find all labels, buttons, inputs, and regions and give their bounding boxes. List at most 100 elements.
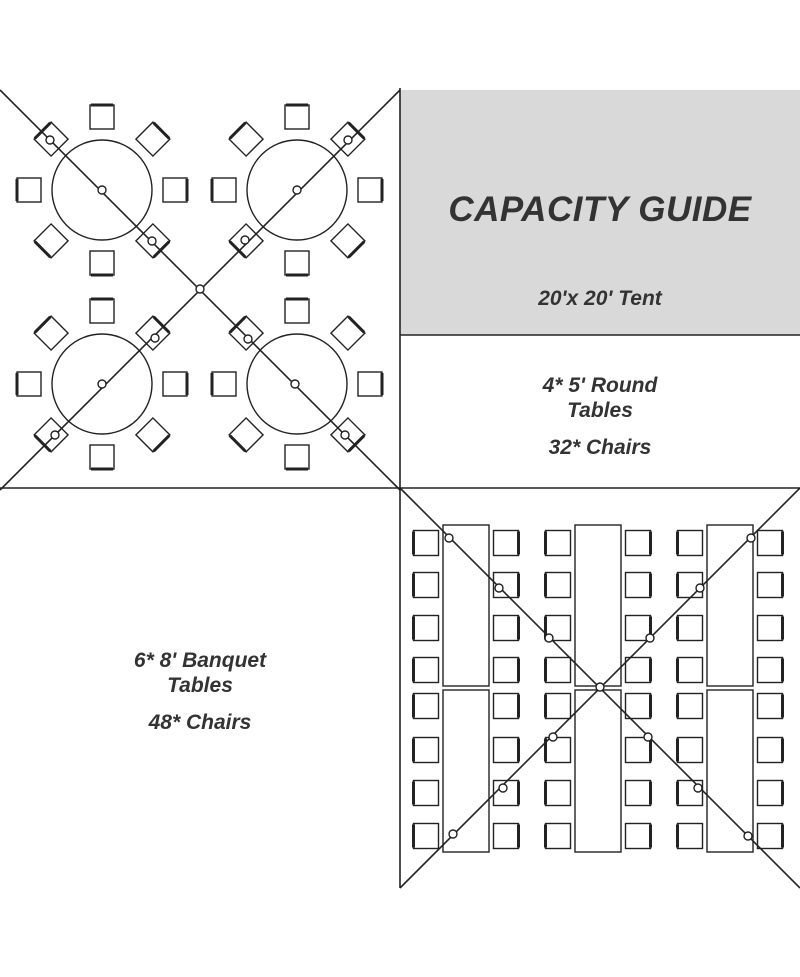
- tent-pole: [343, 135, 353, 145]
- chair-seat: [89, 250, 115, 276]
- chair: [210, 177, 237, 203]
- chair: [357, 371, 384, 397]
- chair-seat: [329, 222, 366, 259]
- tent-pole: [645, 633, 655, 643]
- chair-seat: [544, 656, 572, 684]
- chair: [33, 222, 70, 259]
- chair: [676, 656, 704, 684]
- chair-seat: [544, 692, 572, 720]
- chair-seat: [756, 571, 784, 599]
- chair: [33, 315, 70, 352]
- chair: [676, 736, 704, 764]
- chair-seat: [33, 315, 70, 352]
- chair: [357, 177, 384, 203]
- tent-pole: [45, 135, 55, 145]
- chair-seat: [134, 315, 171, 352]
- round-table-group: [210, 297, 384, 471]
- chair-seat: [89, 104, 115, 130]
- tent-pole: [240, 235, 250, 245]
- chair-back: [228, 121, 247, 140]
- chair-seat: [544, 822, 572, 850]
- chair-seat: [676, 736, 704, 764]
- chair-seat: [357, 177, 383, 203]
- round-tables-word: Tables: [567, 399, 633, 422]
- chair-back: [347, 434, 366, 453]
- chair: [756, 614, 784, 642]
- chair-seat: [756, 656, 784, 684]
- chair-seat: [228, 416, 265, 453]
- chair: [89, 103, 115, 130]
- chair-back: [347, 121, 366, 140]
- chair: [284, 444, 310, 471]
- chair: [676, 692, 704, 720]
- chair: [492, 736, 520, 764]
- chair-back: [152, 240, 171, 259]
- chair: [756, 822, 784, 850]
- chair-seat: [284, 250, 310, 276]
- banquet-table: [706, 524, 754, 687]
- tent-pole: [97, 185, 107, 195]
- chair-back: [152, 315, 171, 334]
- chair: [412, 614, 440, 642]
- chair: [492, 656, 520, 684]
- tent-pole: [195, 284, 205, 294]
- chair: [89, 297, 115, 324]
- chair-seat: [16, 371, 42, 397]
- chair: [329, 222, 366, 259]
- chair-seat: [544, 736, 572, 764]
- chair: [284, 103, 310, 130]
- chair-seat: [756, 822, 784, 850]
- chair: [624, 656, 652, 684]
- chair: [544, 779, 572, 807]
- chair-seat: [624, 822, 652, 850]
- chair: [676, 614, 704, 642]
- chair-back: [347, 315, 366, 334]
- tent-pole: [243, 334, 253, 344]
- chair-seat: [492, 736, 520, 764]
- chair-seat: [211, 177, 237, 203]
- chair-seat: [624, 779, 652, 807]
- chair: [756, 656, 784, 684]
- chair-seat: [412, 571, 440, 599]
- tent-pole: [292, 185, 302, 195]
- chair-seat: [284, 444, 310, 470]
- chair-seat: [284, 298, 310, 324]
- chair-seat: [412, 614, 440, 642]
- chair-seat: [228, 121, 265, 158]
- chair: [544, 692, 572, 720]
- tent-pole: [643, 732, 653, 742]
- chair: [492, 614, 520, 642]
- chair-seat: [284, 104, 310, 130]
- tent-pole: [595, 682, 605, 692]
- chair: [412, 822, 440, 850]
- chair-seat: [676, 822, 704, 850]
- chair-seat: [16, 177, 42, 203]
- chair-seat: [492, 614, 520, 642]
- chair-back: [228, 434, 247, 453]
- chair: [492, 779, 520, 807]
- chair: [210, 371, 237, 397]
- tent-pole: [695, 583, 705, 593]
- tent-pole: [147, 236, 157, 246]
- round-tables-count: 4* 5' Round: [542, 374, 658, 397]
- tent-pole: [498, 783, 508, 793]
- chair: [624, 736, 652, 764]
- chair: [412, 692, 440, 720]
- chair-seat: [134, 416, 171, 453]
- banquet-table: [442, 689, 490, 853]
- banquet-tables-quadrant: [399, 487, 800, 889]
- chair-seat: [357, 371, 383, 397]
- chair-seat: [412, 529, 440, 557]
- tent-pole: [448, 829, 458, 839]
- tent-pole: [743, 831, 753, 841]
- tent-frame: [0, 88, 800, 888]
- chair: [492, 822, 520, 850]
- chair-back: [152, 121, 171, 140]
- chair-back: [33, 240, 52, 259]
- tent-size-label: 20'x 20' Tent: [538, 287, 662, 310]
- chair: [15, 371, 42, 397]
- chair-seat: [756, 692, 784, 720]
- chair: [89, 250, 115, 277]
- chair: [756, 529, 784, 557]
